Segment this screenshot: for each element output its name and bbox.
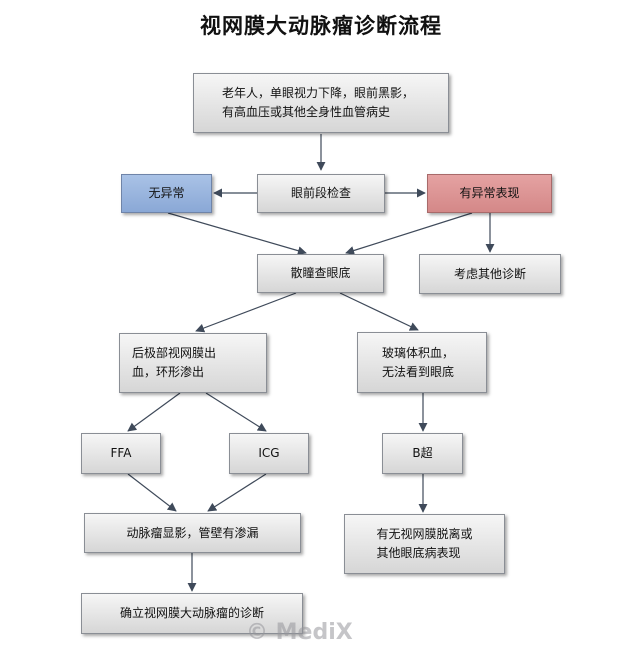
node-posterior-hemorrhage: 后极部视网膜出 血，环形渗出 xyxy=(119,333,267,393)
node-icg: ICG xyxy=(229,433,309,474)
arrow-abnormal-to-fundus xyxy=(345,212,473,255)
arrow-fundus-to-posterior xyxy=(195,292,297,333)
node-vitreous-line1: 玻璃体积血， xyxy=(382,345,455,360)
node-other-diagnosis: 考虑其他诊断 xyxy=(419,254,561,294)
node-aneurysm-visible: 动脉瘤显影，管壁有渗漏 xyxy=(84,513,301,553)
node-vitreous-hemorrhage: 玻璃体积血， 无法看到眼底 xyxy=(357,332,487,393)
node-detachment-line1: 有无视网膜脱离或 xyxy=(376,527,473,541)
arrow-posterior-to-ffa xyxy=(127,392,181,432)
arrow-fundus-to-vitreous xyxy=(339,292,419,331)
node-confirm-diagnosis: 确立视网膜大动脉瘤的诊断 xyxy=(81,593,303,634)
node-no-abnormal: 无异常 xyxy=(121,174,212,213)
node-elderly-symptoms: 老年人，单眼视力下降，眼前黑影， 有高血压或其他全身性血管病史 xyxy=(193,73,449,133)
diagram-title: 视网膜大动脉瘤诊断流程 xyxy=(200,14,442,38)
node-ffa: FFA xyxy=(81,433,161,474)
arrow-posterior-to-icg xyxy=(205,392,267,432)
node-posterior-line1: 后极部视网膜出 xyxy=(132,346,217,360)
medix-watermark: © MediX xyxy=(246,620,353,645)
node-anterior-exam: 眼前段检查 xyxy=(257,174,385,213)
arrow-normal-to-fundus xyxy=(167,212,307,256)
node-elderly-line2: 有高血压或其他全身性血管病史 xyxy=(222,105,391,119)
arrow-ffa-to-aneurysm xyxy=(127,473,177,512)
node-dilated-fundus: 散瞳查眼底 xyxy=(257,254,384,293)
arrow-icg-to-aneurysm xyxy=(207,473,267,512)
node-posterior-line2: 血，环形渗出 xyxy=(132,365,205,379)
node-vitreous-line2: 无法看到眼底 xyxy=(382,364,455,379)
node-elderly-line1: 老年人，单眼视力下降，眼前黑影， xyxy=(222,86,415,100)
node-b-scan: B超 xyxy=(382,433,463,474)
node-detachment-line2: 其他眼底病表现 xyxy=(376,546,461,560)
node-abnormal: 有异常表现 xyxy=(427,174,552,213)
node-detachment-check: 有无视网膜脱离或 其他眼底病表现 xyxy=(344,514,505,574)
